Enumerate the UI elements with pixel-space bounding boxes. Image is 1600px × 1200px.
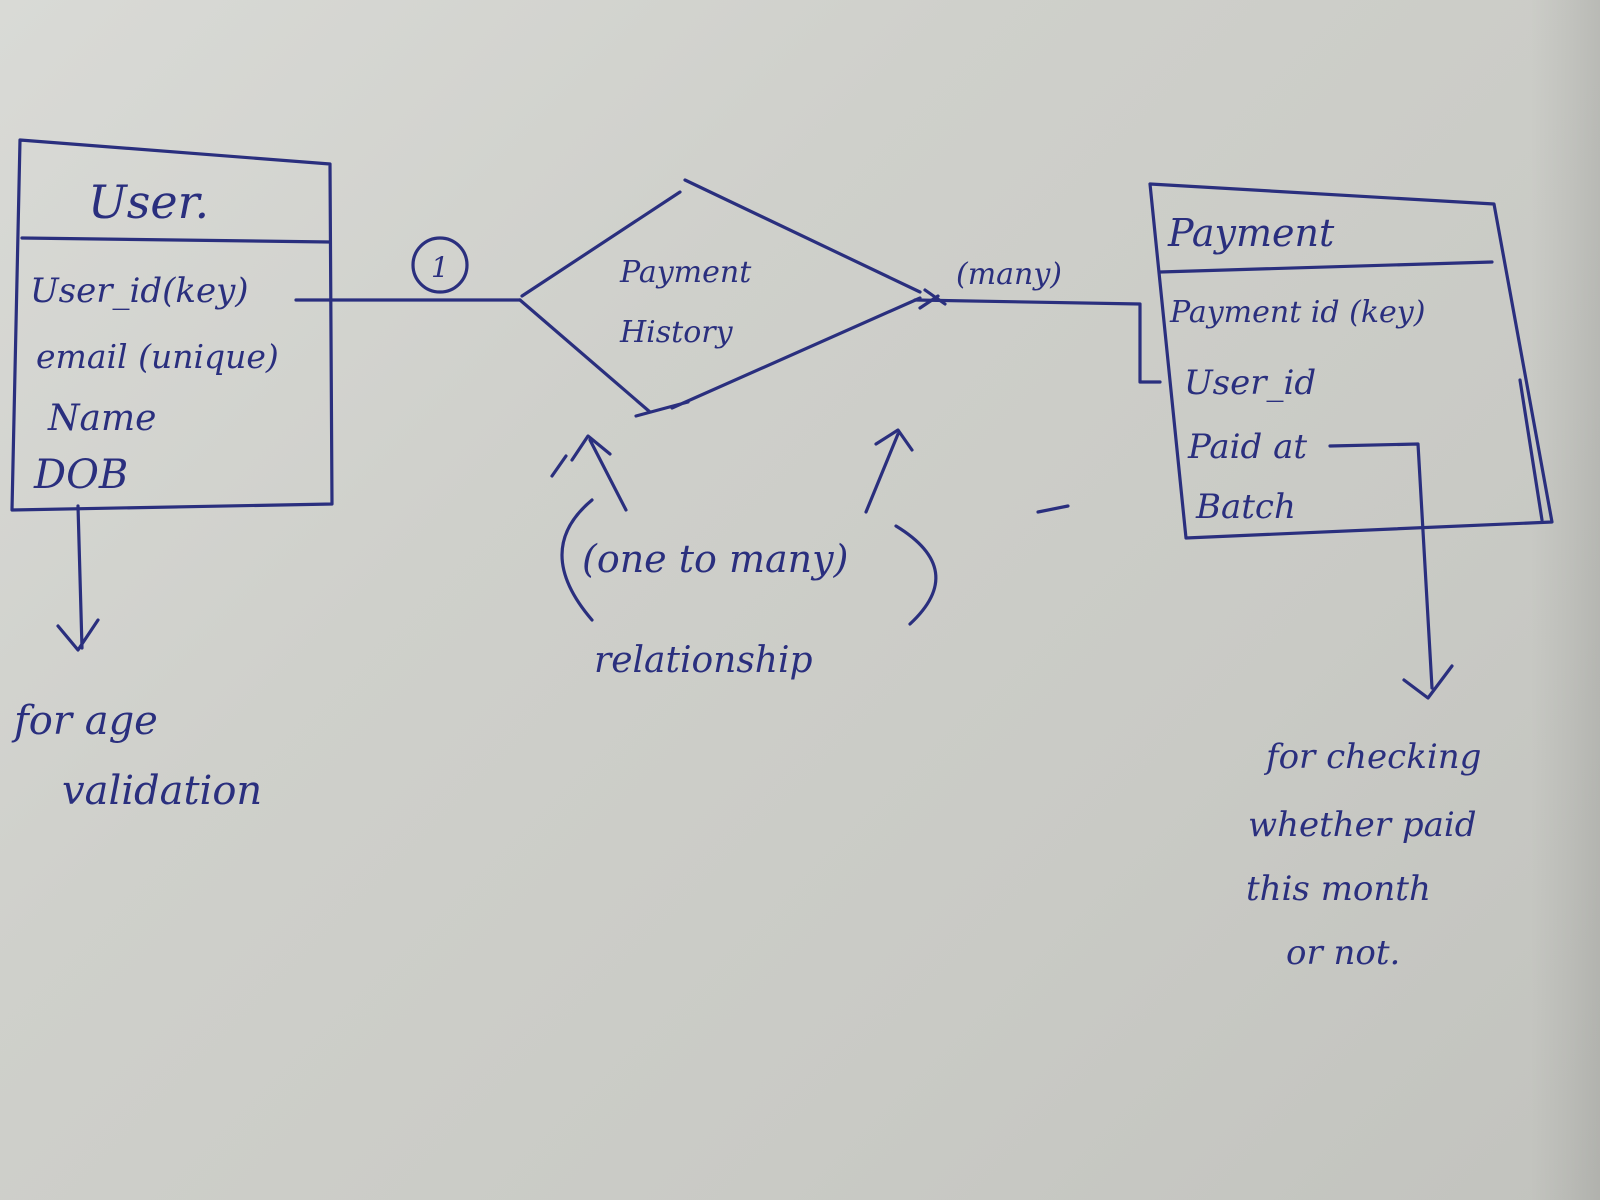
cardinality-arrow-left bbox=[550, 434, 628, 512]
many-tick-mark bbox=[918, 288, 947, 310]
user-attr-email: email (unique) bbox=[36, 337, 279, 376]
cardinality-note-line2: relationship bbox=[594, 640, 813, 681]
one-cardinality-label: 1 bbox=[431, 251, 449, 284]
many-cardinality-label: (many) bbox=[956, 257, 1062, 292]
paid-note-arrow bbox=[1328, 442, 1454, 700]
user-title-divider bbox=[20, 236, 332, 244]
user-attr-name: Name bbox=[47, 398, 156, 439]
payment-relationship-line bbox=[913, 298, 1162, 384]
cardinality-bracket-left bbox=[560, 498, 594, 622]
payment-attr-batch: Batch bbox=[1195, 487, 1296, 527]
payment-entity-title: Payment bbox=[1167, 211, 1335, 255]
user-entity-box bbox=[10, 138, 334, 512]
age-note-line2: validation bbox=[62, 768, 262, 814]
paid-note-line4: or not. bbox=[1286, 933, 1400, 973]
paper-edge-shadow bbox=[1530, 0, 1600, 1200]
cardinality-arrow-right bbox=[864, 428, 914, 514]
user-attr-user-id: User_id(key) bbox=[30, 271, 249, 311]
payment-box-inner-edge bbox=[1518, 378, 1544, 522]
payment-entity-box bbox=[1148, 182, 1554, 540]
user-attr-dob: DOB bbox=[33, 452, 128, 498]
paid-note-line1: for checking bbox=[1263, 737, 1481, 777]
relationship-label-line2: History bbox=[619, 315, 734, 350]
age-note-arrow bbox=[56, 504, 100, 652]
stray-pen-mark bbox=[1036, 504, 1070, 514]
one-cardinality-circle bbox=[411, 236, 469, 294]
user-entity: User. User_id(key) email (unique) Name D… bbox=[10, 138, 334, 512]
payment-history-relationship: Payment History bbox=[518, 178, 922, 418]
payment-attr-paid-at: Paid at bbox=[1187, 427, 1307, 467]
user-entity-title: User. bbox=[88, 175, 209, 229]
payment-attr-user-id: User_id bbox=[1184, 363, 1316, 403]
cardinality-bracket-right bbox=[894, 524, 938, 626]
payment-attr-payment-id: Payment id (key) bbox=[1169, 295, 1425, 330]
paid-note-line3: this month bbox=[1246, 869, 1431, 909]
payment-title-divider bbox=[1158, 260, 1494, 274]
age-note-line1: for age bbox=[11, 698, 158, 744]
relationship-label-line1: Payment bbox=[619, 255, 752, 290]
relationship-diamond bbox=[518, 178, 922, 418]
cardinality-note-line1: (one to many) bbox=[582, 537, 848, 581]
payment-entity: Payment Payment id (key) User_id Paid at… bbox=[1148, 182, 1554, 540]
paid-note-line2: whether paid bbox=[1248, 805, 1477, 845]
